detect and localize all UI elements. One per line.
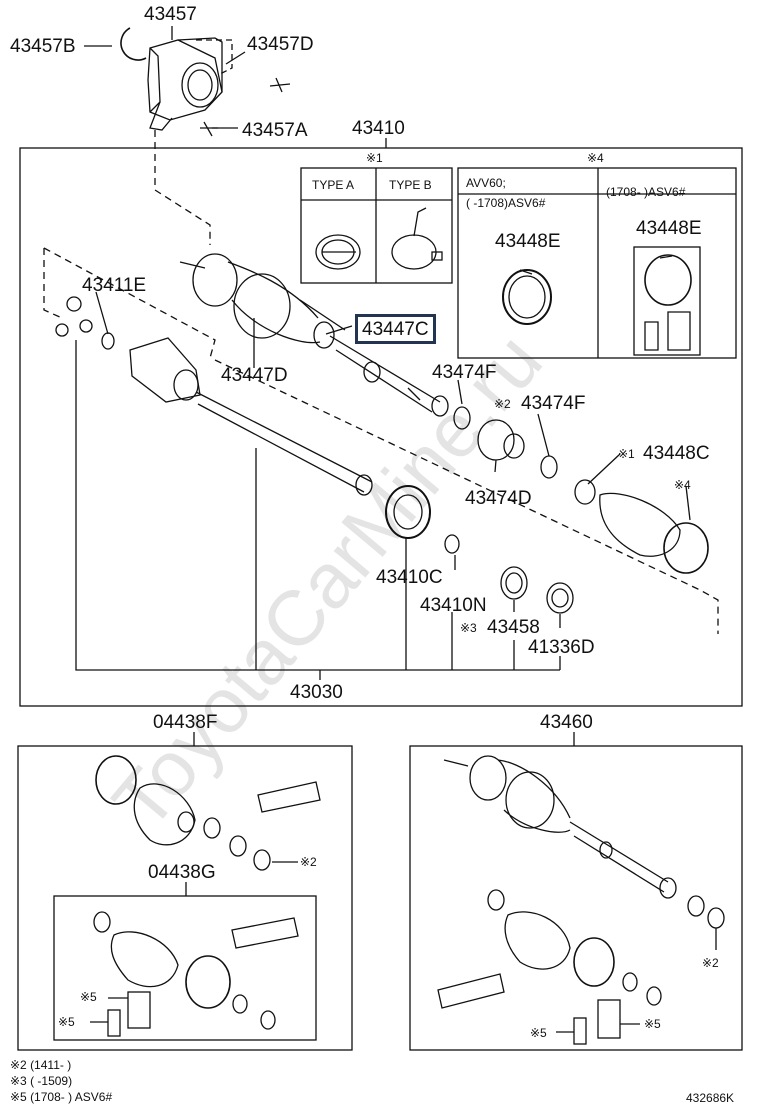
footnote-3: ※3 ( -1509) [10, 1074, 73, 1088]
label-43410: 43410 [352, 118, 405, 139]
diagram-code: 432686K [686, 1091, 735, 1105]
mark-note-1: ※1 [366, 151, 383, 165]
label-43448C: 43448C [643, 443, 710, 464]
mark-note-3: ※3 [460, 621, 477, 635]
footnote-5: ※5 (1708- ) ASV6# [10, 1090, 113, 1104]
bracket-43457-drawing [120, 27, 291, 137]
label-04438G: 04438G [148, 862, 216, 883]
mark-note-5-43460-a: ※5 [530, 1026, 547, 1040]
mark-note-2-43460: ※2 [702, 956, 719, 970]
type-b-label: TYPE B [389, 178, 432, 192]
mark-note-4: ※4 [587, 151, 604, 165]
label-43411E: 43411E [82, 275, 147, 296]
shaft-assembly-drawing [55, 253, 709, 614]
footnote-2: ※2 (1411- ) [10, 1058, 72, 1072]
mark-note-5-g-b: ※5 [58, 1015, 75, 1029]
label-43457D: 43457D [247, 34, 314, 55]
label-04438F: 04438F [153, 712, 218, 733]
watermark-text: ToyotaCarMine.ru [96, 317, 559, 845]
label-43458: 43458 [487, 617, 540, 638]
label-43474D: 43474D [465, 488, 532, 509]
label-43030: 43030 [290, 682, 343, 703]
label-43448E-left: 43448E [495, 231, 561, 252]
mark-note-4-band: ※4 [674, 478, 691, 492]
label-41336D: 41336D [528, 637, 595, 658]
box4-left-line1: AVV60; [466, 176, 506, 190]
label-43460: 43460 [540, 712, 593, 733]
mark-note-5-43460-b: ※5 [644, 1017, 661, 1031]
label-43410N: 43410N [420, 595, 487, 616]
highlighted-part-43447C[interactable]: 43447C [355, 314, 436, 344]
mark-note-5-g-a: ※5 [80, 990, 97, 1004]
box4-left-line2: ( -1708)ASV6# [466, 196, 546, 210]
label-43457A: 43457A [242, 120, 308, 141]
mark-note-2-shaft: ※2 [494, 397, 511, 411]
mark-note-1-boot: ※1 [618, 447, 635, 461]
mark-note-2-kit-f: ※2 [300, 855, 317, 869]
label-43457: 43457 [144, 4, 197, 25]
type-a-label: TYPE A [312, 178, 355, 192]
label-43410C: 43410C [376, 567, 443, 588]
label-43447D: 43447D [221, 365, 288, 386]
label-43457B: 43457B [10, 36, 76, 57]
label-43448E-right: 43448E [636, 218, 702, 239]
box4-right-line1: (1708- )ASV6# [606, 185, 686, 199]
label-43474F-top: 43474F [432, 362, 497, 383]
label-43474F-mid: 43474F [521, 393, 586, 414]
